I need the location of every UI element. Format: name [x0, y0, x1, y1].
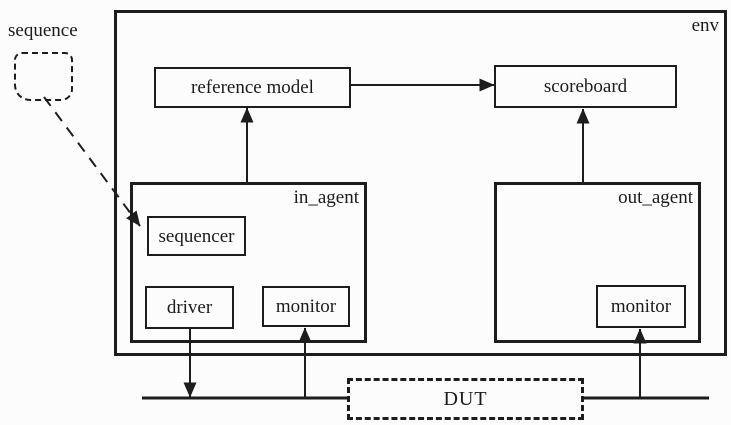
- out-monitor-label: monitor: [610, 296, 672, 317]
- dut-box: DUT: [347, 378, 584, 420]
- env-label: env: [691, 15, 719, 36]
- out-monitor-box: monitor: [596, 285, 686, 328]
- sequence-label: sequence: [8, 20, 78, 41]
- scoreboard-label: scoreboard: [543, 76, 628, 97]
- dut-label: DUT: [443, 388, 488, 410]
- out-agent-label: out_agent: [618, 187, 693, 208]
- in-monitor-label: monitor: [275, 296, 337, 317]
- in-agent-box: in_agent: [130, 182, 367, 343]
- sequencer-label: sequencer: [158, 225, 235, 247]
- sequence-shape: [14, 52, 73, 101]
- reference-model-box: reference model: [154, 67, 351, 108]
- in-agent-label: in_agent: [293, 187, 359, 208]
- driver-label: driver: [166, 297, 213, 318]
- sequencer-box: sequencer: [147, 216, 246, 256]
- reference-model-label: reference model: [191, 77, 314, 98]
- in-monitor-box: monitor: [262, 286, 350, 327]
- scoreboard-box: scoreboard: [494, 65, 677, 108]
- driver-box: driver: [145, 286, 234, 329]
- out-agent-box: out_agent: [494, 182, 701, 343]
